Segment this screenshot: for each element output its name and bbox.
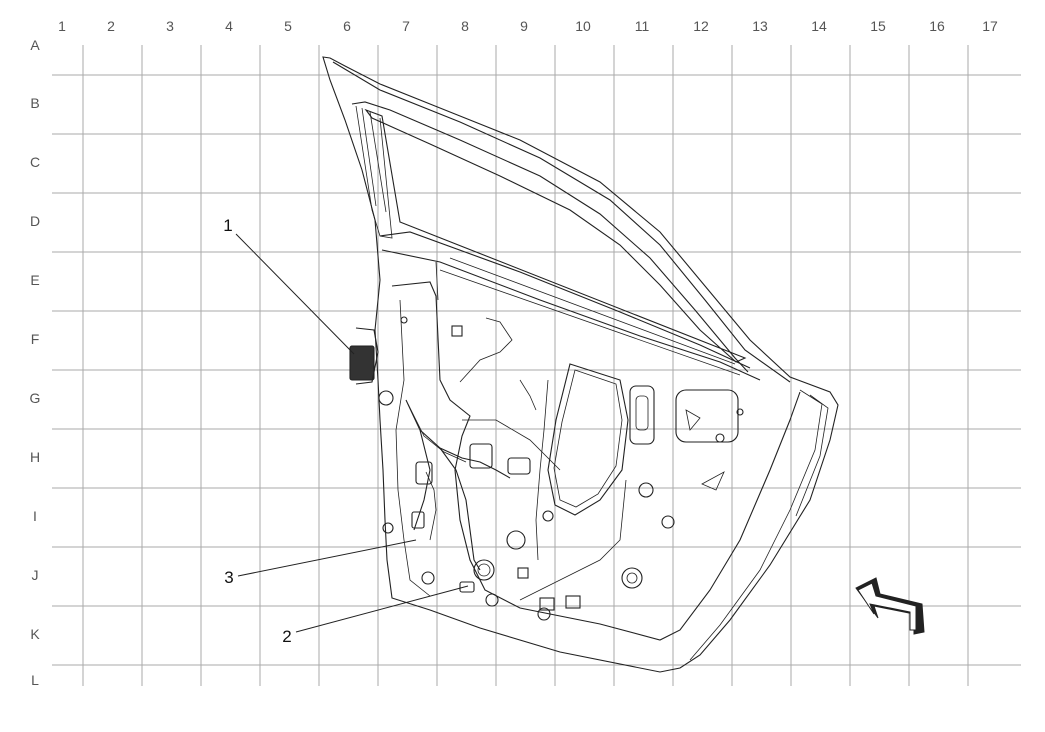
grommet-inner [626,572,638,584]
row-header: K [30,626,40,642]
row-header: G [30,390,41,406]
callout-3-leader [237,539,417,577]
callout-1-leader [235,233,355,355]
column-header: 2 [107,18,115,34]
grommet-inner [477,563,491,577]
column-header: 14 [811,18,827,34]
column-header: 6 [343,18,351,34]
column-header: 13 [752,18,768,34]
row-header: J [32,567,39,583]
column-header: 4 [225,18,233,34]
reference-grid [52,45,1021,686]
grommet [638,482,654,498]
clip [517,567,529,579]
belt-line-upper [379,231,751,369]
row-header: F [31,331,40,347]
column-header: 8 [461,18,469,34]
connector-bracket [355,327,379,385]
belt-line-detail [435,257,741,376]
grommet [506,530,526,550]
column-header: 1 [58,18,66,34]
row-header: C [30,154,40,170]
regulator-cable [459,317,537,411]
harness-connector [507,457,531,475]
column-header: 5 [284,18,292,34]
inner-panel-contour [391,281,801,641]
grommet [473,559,495,581]
column-header: 17 [982,18,998,34]
rear-door-outline [322,56,839,673]
grommet [537,607,551,621]
grommet [661,515,675,529]
callout-3-label: 3 [224,568,233,587]
grommet [715,433,725,443]
row-header: D [30,213,40,229]
column-header: 3 [166,18,174,34]
wiring-harness-second [407,403,627,601]
grommet [378,390,394,406]
grommet [400,316,408,324]
handle-recess-left [629,385,655,445]
clip [539,597,555,611]
row-headers: A B C D E F G H I J K L [30,37,41,688]
handle-slot [635,395,649,431]
column-header: 11 [635,18,650,34]
row-header: L [31,672,39,688]
window-frame-inner [351,101,749,373]
harness-connector [411,511,425,529]
column-header: 15 [870,18,886,34]
callout-leaders [235,233,469,633]
grommet [542,510,554,522]
wiring-harness-main [405,399,511,571]
grommet [621,567,643,589]
access-opening-inner [553,369,623,508]
grommet [421,571,435,585]
handle-latch [685,409,701,431]
forward-arrow-icon [855,577,925,635]
harness-connector [469,443,493,469]
callout-2-label: 2 [282,627,291,646]
grommet [382,522,394,534]
grommet [485,593,499,607]
rear-edge-flange [689,389,829,661]
row-header: A [30,37,40,53]
callout-2-leader [295,585,469,633]
door-outer-edge [322,56,839,673]
window-frame-outer [332,61,791,383]
handle-recess-right [675,389,739,443]
grommet [736,408,744,416]
row-header: E [30,272,39,288]
door-harness-connector [349,345,375,381]
column-header: 7 [402,18,410,34]
clip [451,325,463,337]
latch-marker [701,471,725,491]
window-opening [364,108,747,363]
callout-1-label: 1 [223,216,232,235]
clip [565,595,581,609]
harness-connector [415,461,433,485]
column-header: 12 [693,18,709,34]
column-header: 9 [520,18,528,34]
access-opening [547,363,629,516]
belt-line-lower [381,249,761,381]
row-header: H [30,449,40,465]
harness-connector [459,581,475,593]
row-header: B [30,95,39,111]
column-headers: 1 2 3 4 5 6 7 8 9 10 11 12 13 14 15 16 1… [58,18,998,34]
inner-panel-contour-2 [395,299,431,597]
column-header: 16 [929,18,945,34]
column-header: 10 [575,18,591,34]
row-header: I [33,508,37,524]
window-regulator-rail [535,379,549,561]
window-pillar-inner [361,107,387,213]
